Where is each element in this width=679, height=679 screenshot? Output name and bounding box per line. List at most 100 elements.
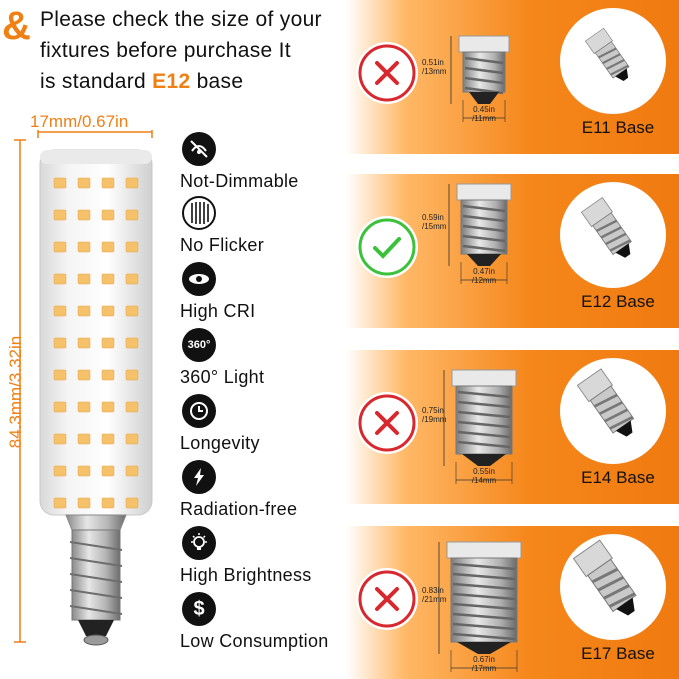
feature-label: High Brightness bbox=[180, 565, 312, 585]
ampersand-mark: & bbox=[2, 4, 31, 48]
base-label: E17 Base bbox=[581, 644, 655, 663]
width-dimension: 0.47in/12mm bbox=[464, 267, 504, 285]
led-chip bbox=[125, 401, 139, 413]
led-chip bbox=[125, 209, 139, 221]
cross-icon bbox=[356, 42, 418, 104]
led-chip bbox=[53, 209, 67, 221]
led-chip bbox=[125, 433, 139, 445]
headline-accent-e12: E12 bbox=[152, 70, 191, 93]
width-dimension: 0.45in/11mm bbox=[464, 105, 504, 123]
width-dimension: 0.55in/14mm bbox=[464, 467, 504, 485]
led-chip bbox=[77, 369, 91, 381]
headline-line-3: is standard E12 base bbox=[40, 66, 322, 97]
led-chip bbox=[101, 369, 115, 381]
led-chip bbox=[77, 433, 91, 445]
width-mm: /14mm bbox=[471, 476, 497, 485]
height-mm: /13mm bbox=[422, 67, 447, 76]
led-chip bbox=[77, 177, 91, 189]
led-chip bbox=[77, 305, 91, 317]
base-photo-icon bbox=[576, 368, 635, 437]
base-label: E12 Base bbox=[581, 292, 655, 311]
height-mm: /15mm bbox=[422, 222, 447, 231]
height-mm: /21mm bbox=[422, 595, 447, 604]
led-chip bbox=[77, 401, 91, 413]
base-diagram bbox=[448, 183, 512, 284]
led-chip bbox=[101, 337, 115, 349]
led-chip bbox=[77, 241, 91, 253]
width-mm: /12mm bbox=[471, 276, 497, 285]
base-photo-icon bbox=[584, 27, 630, 81]
height-dimension: 0.51in/13mm bbox=[422, 58, 446, 76]
led-chip bbox=[53, 433, 67, 445]
base-photo-circle bbox=[560, 358, 666, 464]
base-diagram bbox=[438, 541, 522, 672]
led-chip bbox=[53, 401, 67, 413]
led-chip bbox=[101, 241, 115, 253]
dollar-icon: $ bbox=[182, 592, 216, 626]
led-chip bbox=[77, 209, 91, 221]
width-in: 0.67in bbox=[473, 655, 495, 664]
eye-icon bbox=[182, 262, 216, 296]
check-icon bbox=[356, 216, 418, 278]
width-in: 0.45in bbox=[473, 105, 495, 114]
feature-label: No Flicker bbox=[180, 235, 265, 255]
led-chip bbox=[77, 337, 91, 349]
base-photo-icon bbox=[572, 539, 637, 616]
led-chip bbox=[53, 241, 67, 253]
height-dimension: 0.75in/19mm bbox=[422, 406, 446, 424]
base-label: E14 Base bbox=[581, 468, 655, 487]
led-chip bbox=[125, 273, 139, 285]
base-photo-circle bbox=[560, 8, 666, 114]
feature-label: Longevity bbox=[180, 433, 260, 453]
base-photo-circle bbox=[560, 182, 666, 288]
led-chip bbox=[125, 369, 139, 381]
bulb-width-label: 17mm/0.67in bbox=[30, 112, 129, 131]
led-chip bbox=[125, 305, 139, 317]
corn-bulb-illustration bbox=[14, 130, 153, 646]
feature-label: 360° Light bbox=[180, 367, 265, 387]
led-chip bbox=[101, 433, 115, 445]
base-panel-e17: 0.83in/21mm 0.67in/17mm E17 Base bbox=[346, 526, 679, 679]
height-in: 0.83in bbox=[422, 586, 444, 595]
led-chip bbox=[101, 497, 115, 509]
feature-longevity: Longevity bbox=[180, 394, 260, 454]
base-diagram bbox=[443, 369, 517, 484]
360-icon: 360° bbox=[182, 328, 216, 362]
feature-label: Not-Dimmable bbox=[180, 171, 299, 191]
height-in: 0.51in bbox=[422, 58, 444, 67]
led-chip bbox=[53, 497, 67, 509]
base-label: E11 Base bbox=[581, 118, 655, 137]
led-chip bbox=[125, 337, 139, 349]
led-chip bbox=[77, 273, 91, 285]
led-chip bbox=[125, 177, 139, 189]
headline-line-2: fixtures before purchase It bbox=[40, 39, 291, 62]
base-photo-circle bbox=[560, 534, 666, 640]
feature-360-light: 360° 360° Light bbox=[180, 328, 264, 388]
led-chip bbox=[125, 497, 139, 509]
feature-no-flicker: No Flicker bbox=[180, 196, 264, 256]
led-chip bbox=[53, 337, 67, 349]
led-chip bbox=[53, 369, 67, 381]
led-chip bbox=[53, 177, 67, 189]
360-badge-text: 360° bbox=[187, 339, 211, 351]
headline-line-1: Please check the size of your bbox=[40, 8, 322, 31]
base-photo-icon bbox=[580, 196, 632, 258]
led-chip bbox=[53, 305, 67, 317]
led-chip bbox=[101, 305, 115, 317]
not-dimmable-icon bbox=[182, 132, 216, 166]
height-mm: /19mm bbox=[422, 415, 447, 424]
width-mm: /11mm bbox=[472, 114, 496, 123]
feature-label: High CRI bbox=[180, 301, 256, 321]
width-dimension: 0.67in/17mm bbox=[464, 655, 504, 673]
base-panel-e14: 0.75in/19mm 0.55in/14mm E14 Base bbox=[346, 350, 679, 504]
headline-line-3-prefix: is standard bbox=[40, 70, 153, 93]
width-in: 0.47in bbox=[473, 267, 495, 276]
led-chip bbox=[77, 465, 91, 477]
feature-low-consumption: $ Low Consumption bbox=[180, 592, 329, 652]
no-flicker-icon bbox=[182, 196, 216, 230]
feature-high-cri: High CRI bbox=[180, 262, 255, 322]
base-diagram bbox=[450, 35, 510, 122]
cross-icon bbox=[356, 568, 418, 630]
